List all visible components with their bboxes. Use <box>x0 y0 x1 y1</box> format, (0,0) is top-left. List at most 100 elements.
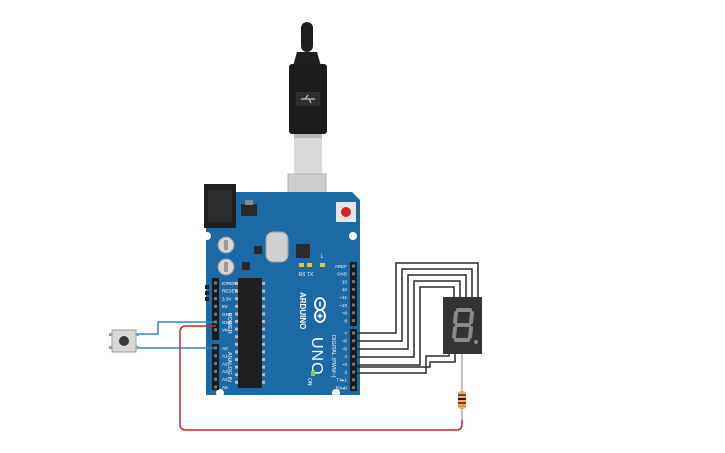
digital-pin[interactable] <box>352 386 355 390</box>
digital-pin-label: ~11 <box>340 295 348 300</box>
power-pin[interactable] <box>214 312 217 316</box>
chip-pin <box>262 380 265 384</box>
pushbutton[interactable] <box>109 329 139 353</box>
analog-pin-label: A5 <box>222 385 228 390</box>
chip-pin <box>262 358 265 361</box>
digital-pin-label: ~5 <box>342 346 348 351</box>
power-pin-label: GND <box>222 320 233 325</box>
analog-pin[interactable] <box>214 377 217 381</box>
analog-header-label: ANALOG IN <box>226 352 232 382</box>
segment-digit <box>452 308 474 342</box>
resistor[interactable] <box>458 354 466 420</box>
usb-icon <box>301 94 315 104</box>
usb-controller-chip <box>296 244 310 258</box>
digital-pin-label: AREF <box>335 264 347 269</box>
wire-pin7[interactable] <box>357 262 479 334</box>
digital-pin[interactable] <box>352 331 355 335</box>
analog-pin[interactable] <box>214 362 217 366</box>
chip-pin <box>235 342 238 346</box>
analog-pin[interactable] <box>214 354 217 358</box>
seven-segment-display[interactable]: 8 <box>0 0 482 354</box>
digital-pin[interactable] <box>352 303 355 307</box>
analog-pin-label: A0 <box>222 346 228 351</box>
power-pin-label: 3.3V <box>222 296 232 301</box>
chip-pin <box>235 320 238 323</box>
chip-pin <box>262 320 265 323</box>
wire-pin4[interactable] <box>357 280 461 358</box>
voltage-regulator <box>241 200 257 216</box>
chip-pin <box>262 327 265 331</box>
wire-pin5[interactable] <box>357 274 467 350</box>
power-pin[interactable] <box>214 304 217 308</box>
mounting-hole <box>216 389 224 397</box>
digital-pin[interactable] <box>352 378 355 382</box>
chip-pin <box>235 350 238 354</box>
analog-pin-label: A1 <box>222 354 228 359</box>
chip-pin <box>262 289 265 293</box>
digital-header-bottom <box>350 329 357 391</box>
digital-pin[interactable] <box>352 370 355 374</box>
digital-pin[interactable] <box>352 354 355 358</box>
reset-button[interactable] <box>336 202 356 222</box>
digital-pin-label: TX▸1 <box>336 378 347 383</box>
arduino-uno-board[interactable]: RX TX L ARDUINO UNO ON IOREFRESET3.3V5VG… <box>200 184 360 397</box>
digital-pin[interactable] <box>352 362 355 366</box>
digital-pin[interactable] <box>352 339 355 343</box>
crystal-oscillator <box>265 231 289 263</box>
digital-pin[interactable] <box>352 287 355 291</box>
wire-pin2[interactable] <box>357 354 450 374</box>
digital-pin[interactable] <box>352 280 355 284</box>
analog-pin-label: A3 <box>222 369 228 374</box>
decimal-point <box>474 340 478 344</box>
icsp-header <box>205 285 209 301</box>
segment-wires[interactable] <box>357 262 479 374</box>
digital-pin-label: 2 <box>344 370 347 375</box>
arduino-logo <box>314 297 326 323</box>
power-pin[interactable] <box>214 297 217 301</box>
mounting-hole <box>349 232 357 240</box>
chip-pin <box>235 327 238 331</box>
chip-pin <box>235 365 238 369</box>
digital-pin-label: ~10 <box>339 303 347 308</box>
power-header <box>212 278 219 340</box>
chip-pin <box>262 365 265 369</box>
dc-power-jack <box>204 184 236 228</box>
chip-pin <box>235 304 238 308</box>
wire-button-5v[interactable] <box>139 321 216 335</box>
button-wires[interactable] <box>139 321 216 349</box>
digital-pin-label: ~9 <box>342 311 348 316</box>
power-pin[interactable] <box>214 328 217 332</box>
wire-pin6[interactable] <box>357 268 473 342</box>
digital-pin[interactable] <box>352 319 355 323</box>
chip-pin <box>235 358 238 361</box>
status-leds: RX TX L <box>299 254 325 278</box>
digital-pin[interactable] <box>352 311 355 315</box>
digital-pin-label: ~3 <box>342 362 348 367</box>
wire-pin1[interactable] <box>357 354 456 368</box>
wire-pin3[interactable] <box>357 286 455 366</box>
chip-pin <box>262 350 265 354</box>
power-pin[interactable] <box>214 289 217 293</box>
analog-pin[interactable] <box>214 369 217 373</box>
brand-label: ARDUINO <box>298 292 307 329</box>
chip-pin <box>262 312 265 316</box>
digital-pin[interactable] <box>352 264 355 268</box>
digital-pin-label: 7 <box>344 331 347 336</box>
analog-pin-label: A2 <box>222 361 228 366</box>
digital-pin[interactable] <box>352 295 355 299</box>
digital-pin-label: 13 <box>342 279 348 284</box>
ground-wire[interactable] <box>179 325 463 431</box>
digital-header-label: DIGITAL (PWM~) <box>330 335 336 378</box>
power-pin-label: Vin <box>222 328 229 333</box>
digital-pin-label: 4 <box>344 354 347 359</box>
digital-pin[interactable] <box>352 272 355 276</box>
power-pin-label: RESET <box>222 289 238 294</box>
power-pin-label: GND <box>222 312 233 317</box>
display-value: 8 <box>0 0 1 1</box>
chip-pin <box>262 342 265 346</box>
analog-pin[interactable] <box>214 385 217 389</box>
digital-pin[interactable] <box>352 347 355 351</box>
power-pin[interactable] <box>214 281 217 285</box>
power-pin-label: 5V <box>222 304 229 309</box>
